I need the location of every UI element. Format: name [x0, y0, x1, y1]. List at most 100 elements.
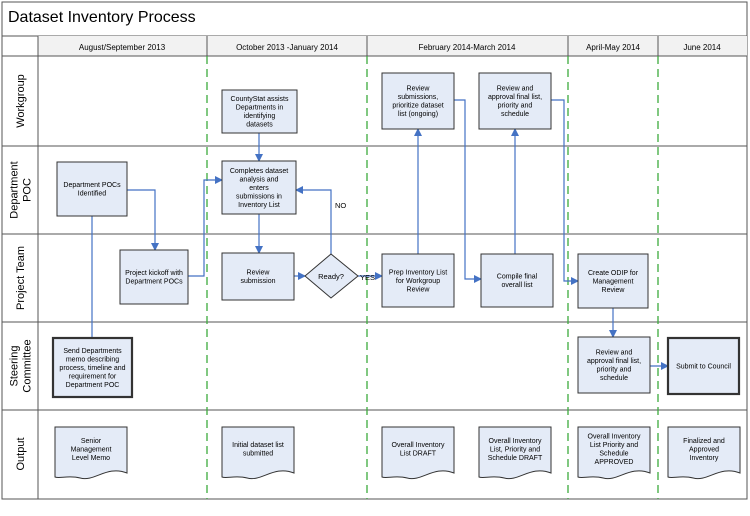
process-text: Departments in	[236, 105, 284, 112]
process-box	[51, 336, 134, 399]
diagram-title: Dataset Inventory Process	[8, 9, 196, 26]
process-text: prioritize dataset	[392, 103, 443, 110]
connector-dept-pocs-to-kickoff	[127, 189, 159, 251]
process-text: list (ongoing)	[398, 111, 438, 118]
lane-label-text: Committee	[22, 339, 34, 392]
document-text: List, Priority and	[490, 446, 540, 453]
lane-label-text: POC	[22, 178, 34, 202]
phase-header-5: June 2014	[683, 43, 721, 52]
process-text: requirement for	[69, 373, 117, 380]
process-box	[221, 89, 298, 134]
phase-header-2: October 2013 -January 2014	[236, 43, 338, 52]
document-shape	[478, 426, 552, 480]
process-text: Review	[247, 270, 271, 277]
process-text: Compile final	[497, 274, 538, 281]
process-text: Identified	[78, 191, 107, 198]
lane-label-workgroup: Workgroup	[15, 74, 27, 128]
process-text: approval final list,	[587, 358, 641, 365]
process-text: approval final list,	[488, 94, 542, 101]
process-text: Management	[593, 278, 634, 285]
process-text: Completes dataset	[230, 168, 288, 175]
phase-header-4: April-May 2014	[586, 43, 640, 52]
document-text: List DRAFT	[400, 451, 437, 458]
phase-header-1: August/September 2013	[79, 43, 166, 52]
process-text: Prep Inventory List	[389, 269, 447, 276]
lane-label-text: Steering	[9, 346, 21, 387]
decision-diamond	[304, 253, 359, 299]
diagram-frame	[1, 1, 748, 500]
document-text: Overall Inventory	[588, 434, 641, 441]
process-box	[478, 72, 552, 130]
process-text: Send Departments	[63, 348, 122, 355]
document-shape	[667, 426, 741, 480]
process-box	[577, 253, 649, 309]
submit-council-process: Submit to Council	[666, 336, 741, 396]
process-box	[56, 161, 128, 217]
process-text: CountyStat assists	[231, 96, 289, 103]
document-text: Schedule	[599, 451, 628, 458]
process-text: memo describing	[66, 356, 119, 363]
process-text: process, timeline and	[59, 365, 125, 372]
connector-decision-no-to-complete-analysis	[295, 186, 332, 254]
document-text: Approved	[689, 446, 719, 453]
document-text: Overall Inventory	[489, 438, 542, 445]
document-text: Inventory	[690, 455, 719, 462]
process-text: analysis and	[240, 176, 279, 183]
document-shape	[577, 426, 651, 480]
document-text: Schedule DRAFT	[488, 455, 543, 462]
phase-header-band	[38, 36, 747, 56]
lane-label-text: Project Team	[15, 246, 27, 310]
decision-yes-label: YES	[360, 273, 375, 282]
phase-header-3: February 2014-March 2014	[419, 43, 516, 52]
process-text: Submit to Council	[676, 363, 731, 370]
document-text: Finalized and	[683, 438, 725, 445]
lane-label-text: Output	[15, 437, 27, 470]
connector-workgroup-approval-to-odip	[550, 99, 579, 285]
process-text: identifying	[244, 113, 276, 120]
process-text: Department POCs	[63, 182, 121, 189]
document-text: Overall Inventory	[392, 442, 445, 449]
process-text: submissions in	[236, 193, 282, 200]
document-shape	[54, 426, 128, 480]
process-text: submissions,	[398, 94, 439, 101]
process-box	[119, 249, 189, 305]
process-text: priority and	[498, 103, 533, 110]
process-text: schedule	[600, 375, 628, 382]
document-text: List Priority and	[590, 442, 638, 449]
document-text: Level Memo	[72, 455, 110, 462]
process-text: Department POCs	[125, 279, 183, 286]
document-text: Initial dataset list	[232, 442, 284, 449]
connector-kickoff-to-complete-analysis	[188, 176, 223, 277]
process-text: priority and	[597, 367, 632, 374]
process-text: overall list	[501, 282, 532, 289]
process-text: Department POC	[66, 382, 120, 389]
connector-review-submissions-to-compile	[453, 99, 482, 283]
process-text: datasets	[246, 122, 273, 129]
document-shape	[221, 426, 295, 480]
decision-label: Ready?	[318, 272, 344, 281]
process-box	[381, 253, 455, 308]
process-box	[221, 160, 297, 215]
document-text: APPROVED	[595, 459, 634, 466]
process-text: Review	[407, 286, 431, 293]
process-text: submission	[240, 278, 275, 285]
process-text: Create ODIP for	[588, 270, 639, 277]
